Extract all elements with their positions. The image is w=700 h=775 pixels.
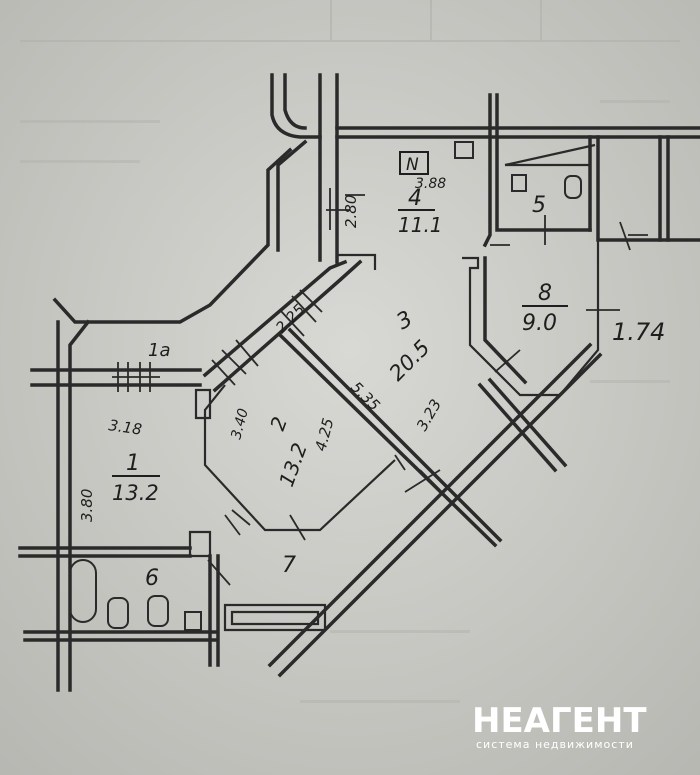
dim-2-80: 2.80: [342, 195, 360, 228]
watermark-brand: НЕАГЕНТ: [472, 701, 647, 741]
dim-3-80: 3.80: [78, 489, 96, 522]
room-6-number: 6: [145, 566, 159, 591]
room-1-number: 1: [126, 451, 140, 476]
dim-3-40: 3.40: [228, 407, 252, 441]
room-7-number: 7: [282, 553, 296, 578]
room-8-area: 9.0: [522, 311, 557, 336]
room-4-number: 4: [408, 186, 422, 211]
room-8-number: 8: [538, 281, 552, 306]
fixture-box-icon: [184, 611, 202, 631]
north-marker: N: [406, 155, 419, 175]
sink-icon: [147, 595, 169, 627]
room-5-number: 5: [532, 193, 546, 218]
dim-3-88: 3.88: [415, 176, 446, 192]
sink-icon: [511, 174, 527, 192]
toilet-icon: [564, 175, 582, 199]
toilet-icon: [107, 597, 129, 629]
stove-icon: [454, 141, 474, 159]
window-and-door-marks: [112, 188, 648, 586]
dimension-labels: 3.88 2.80 2.25 1.74 3.18 3.80 3.40 4.25 …: [78, 176, 665, 522]
watermark: НЕАГЕНТ система недвижимости: [472, 701, 647, 751]
bleed-through-text: [20, 0, 680, 703]
bathroom-fixtures: [69, 141, 582, 631]
dim-3-18: 3.18: [107, 416, 143, 438]
room-1a-number: 1a: [148, 340, 170, 361]
room-4-area: 11.1: [398, 213, 443, 237]
walls: [18, 73, 700, 692]
dim-1-74: 1.74: [612, 318, 665, 346]
room-1-area: 13.2: [112, 481, 159, 505]
watermark-tagline: система недвижимости: [476, 738, 634, 751]
bathtub-icon: [69, 559, 97, 623]
marker-box: [399, 151, 429, 175]
